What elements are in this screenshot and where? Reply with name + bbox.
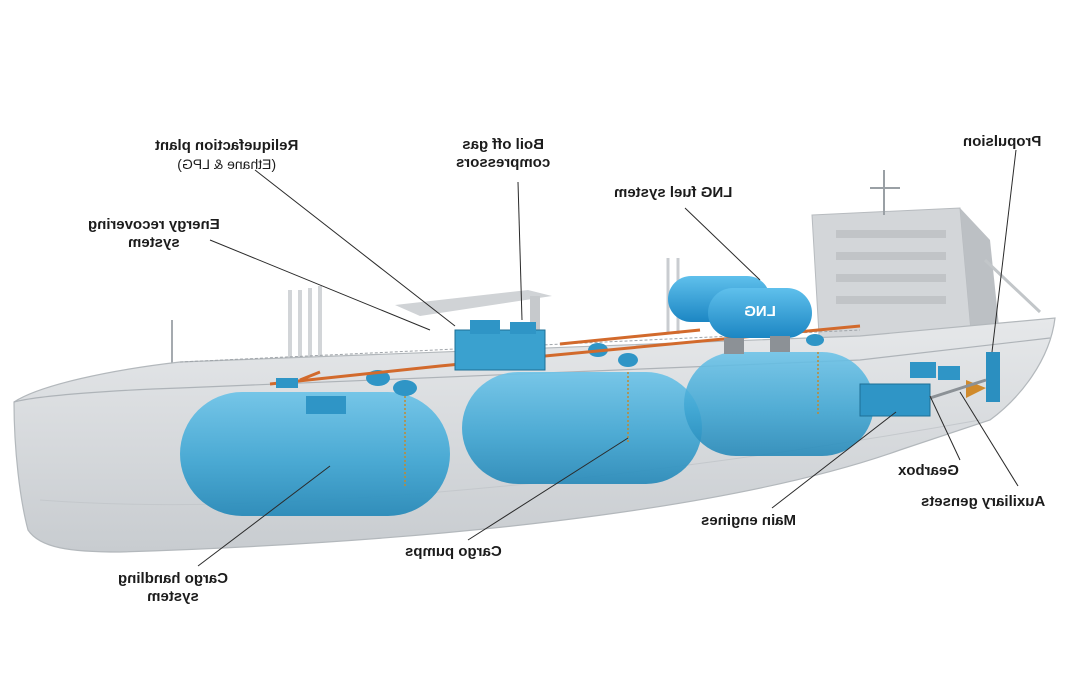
label-reliquefaction-line1: Reliquefaction plant bbox=[155, 137, 299, 154]
label-aux-gensets-text: Auxiliary gensets bbox=[921, 493, 1046, 510]
label-cargo-pumps: Cargo pumps bbox=[405, 543, 502, 561]
label-main-engines: Main engines bbox=[701, 512, 796, 530]
label-cargo-pumps-text: Cargo pumps bbox=[405, 543, 502, 560]
cargo-tank-mid bbox=[462, 372, 702, 484]
label-propulsion-text: Propulsion bbox=[963, 133, 1042, 150]
cargo-tank-fwd bbox=[180, 392, 450, 516]
label-cargo-handling-line1: Cargo handling bbox=[118, 570, 228, 587]
leader-lines bbox=[197, 149, 1019, 567]
cargo-tanks bbox=[180, 334, 874, 516]
label-boil-off-line2: compressors bbox=[456, 154, 551, 171]
engine-room bbox=[859, 352, 1000, 417]
label-cargo-handling: Cargo handling system bbox=[118, 570, 228, 606]
leader-aux-gensets bbox=[959, 391, 1019, 487]
leader-cargo-handling bbox=[197, 465, 331, 567]
leader-main-engines bbox=[771, 411, 897, 509]
label-aux-gensets: Auxiliary gensets bbox=[921, 493, 1045, 511]
leader-cargo-pumps bbox=[467, 437, 629, 541]
label-main-engines-text: Main engines bbox=[701, 512, 797, 529]
label-reliquefaction: Reliquefaction plant (Ethane & LPG) bbox=[155, 137, 298, 173]
leader-energy bbox=[209, 239, 431, 331]
label-boil-off: Boil off gas compressors bbox=[456, 136, 550, 172]
label-energy-line1: Energy recovering bbox=[88, 216, 220, 233]
label-lng-fuel: LNG fuel system bbox=[614, 184, 732, 202]
label-gearbox: Gearbox bbox=[898, 462, 959, 480]
label-propulsion: Propulsion bbox=[963, 133, 1041, 151]
leader-reliquefaction bbox=[254, 169, 456, 327]
cargo-tank-aft bbox=[684, 352, 874, 456]
lng-fuel-tanks: LNG bbox=[668, 276, 812, 354]
lng-tank-marking: LNG bbox=[744, 303, 776, 320]
leader-gearbox bbox=[929, 395, 961, 461]
label-energy: Energy recovering system bbox=[88, 216, 220, 252]
leader-lng-fuel bbox=[684, 207, 761, 281]
leader-propulsion bbox=[991, 149, 1017, 353]
superstructure bbox=[811, 170, 1042, 353]
leader-boil-off bbox=[517, 181, 523, 321]
deck-piping bbox=[269, 324, 861, 386]
label-reliquefaction-line2: (Ethane & LPG) bbox=[177, 156, 277, 172]
label-lng-fuel-text: LNG fuel system bbox=[614, 184, 733, 201]
label-boil-off-line1: Boil off gas bbox=[462, 136, 544, 153]
label-energy-line2: system bbox=[128, 234, 180, 251]
machinery-skid bbox=[276, 320, 546, 414]
label-cargo-handling-line2: system bbox=[147, 588, 199, 605]
label-gearbox-text: Gearbox bbox=[898, 462, 959, 479]
